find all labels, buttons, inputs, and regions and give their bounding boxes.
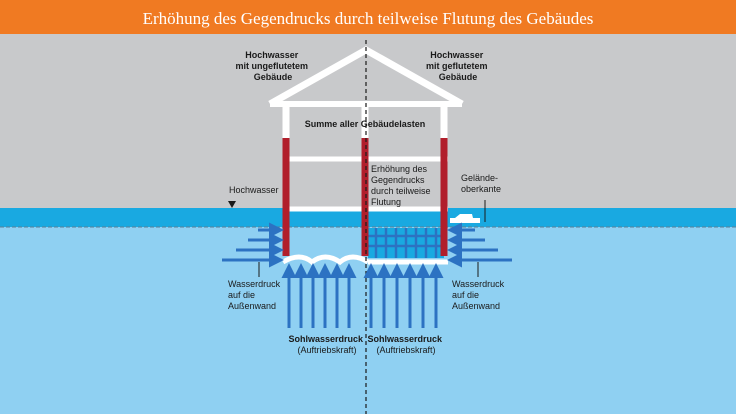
uplift-arrows-left [281, 263, 357, 328]
water-pressure-left-label: Wasserdruck auf die Außenwand [228, 279, 283, 311]
uplift-right-label: Sohlwasserdruck (Auftriebskraft) [367, 334, 444, 355]
water-level-marker [228, 201, 236, 208]
right-case-label: Hochwasser mit geflutetem Gebäude [426, 50, 490, 82]
uplift-left-label: Sohlwasserdruck (Auftriebskraft) [288, 334, 365, 355]
ground-edge-marker [450, 200, 486, 223]
left-case-label: Hochwasser mit ungeflutetem Gebäude [235, 50, 310, 82]
flooded-interior-lines [368, 228, 444, 258]
wall-pressure-arrows-left [222, 222, 284, 268]
water-pressure-right-label: Wasserdruck auf die Außenwand [452, 279, 507, 311]
header-bar [0, 0, 736, 34]
base-slab-left [281, 254, 370, 266]
groundwater-area [0, 227, 736, 414]
building-loads-label: Summe aller Gebäudelasten [305, 119, 426, 129]
flood-label: Hochwasser [229, 185, 279, 195]
wall-pressure-arrows-right [447, 222, 512, 268]
uplift-arrows-right [363, 263, 444, 328]
ground-edge-label: Gelände- oberkante [461, 173, 501, 194]
page-title: Erhöhung des Gegendrucks durch teilweise… [143, 9, 594, 28]
counter-pressure-label: Erhöhung des Gegendrucks durch teilweise… [371, 164, 433, 207]
